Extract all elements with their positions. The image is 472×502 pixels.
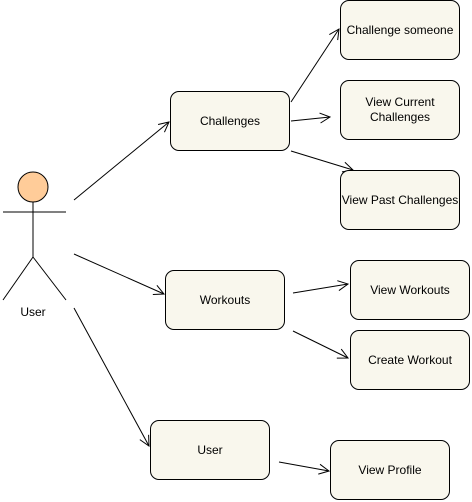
use-case-label: Workouts	[199, 292, 251, 307]
actor-right-leg	[32, 256, 67, 301]
edge-challenges-to-view-past	[290, 150, 353, 170]
actor-left-leg	[2, 256, 34, 301]
use-case-view-workouts: View Workouts	[350, 260, 470, 320]
edge-user-to-view-profile	[278, 461, 329, 471]
use-case-label: Create Workout	[368, 352, 452, 367]
use-case-label: Challenges	[199, 113, 261, 128]
edge-challenges-to-challenge-someone	[290, 29, 339, 103]
use-case-label: View Current Challenges	[365, 95, 435, 124]
use-case-label: Challenge someone	[346, 22, 454, 37]
edge-workouts-to-view-workouts	[292, 284, 348, 294]
use-case-workouts: Workouts	[165, 270, 285, 330]
edge-actor-to-user	[73, 307, 149, 446]
use-case-label: User	[197, 442, 223, 457]
edge-challenges-to-view-current	[290, 117, 330, 121]
use-case-create-workout: Create Workout	[350, 330, 470, 390]
use-case-challenges: Challenges	[170, 91, 290, 151]
edge-actor-to-workouts	[73, 253, 164, 294]
actor-head	[17, 171, 49, 203]
use-case-label: View Workouts	[370, 282, 450, 297]
edge-workouts-to-create-workout	[292, 330, 348, 358]
edge-actor-to-challenges	[73, 122, 169, 201]
use-case-label: View Past Challenges	[341, 192, 459, 207]
actor-figure	[2, 171, 67, 301]
use-case-view-current-challenges: View Current Challenges	[340, 80, 460, 140]
actor-label: User	[20, 305, 46, 319]
use-case-label: View Profile	[358, 462, 422, 477]
use-case-view-past-challenges: View Past Challenges	[340, 170, 460, 230]
use-case-user: User	[150, 420, 270, 480]
use-case-challenge-someone: Challenge someone	[340, 0, 460, 60]
use-case-view-profile: View Profile	[330, 440, 450, 500]
